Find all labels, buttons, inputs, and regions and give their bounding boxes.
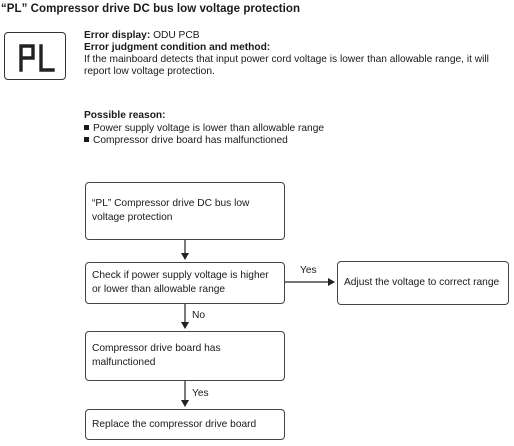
flow-step-text: Check if power supply voltage is higher … (92, 270, 269, 295)
flow-step-board-malfunction: Compressor drive board has malfunctioned (85, 331, 285, 381)
flow-step-replace-board: Replace the compressor drive board (85, 409, 285, 440)
pl-glyph-icon (19, 44, 55, 72)
reason-text: Compressor drive board has malfunctioned (93, 135, 288, 146)
square-bullet-icon (84, 124, 89, 130)
seven-segment-display-icon (4, 32, 66, 80)
reasons-heading: Possible reason: (84, 110, 166, 121)
edge-label-yes: Yes (300, 265, 317, 276)
square-bullet-icon (84, 137, 89, 142)
error-info: Error display: ODU PCB Error judgment co… (84, 30, 512, 78)
error-display-line: Error display: ODU PCB (84, 30, 512, 42)
edge-label-yes: Yes (192, 388, 209, 399)
judgment-text: If the mainboard detects that input powe… (84, 54, 489, 77)
flow-step-adjust-voltage: Adjust the voltage to correct range (337, 261, 509, 305)
flow-step-text: Compressor drive board has malfunctioned (92, 343, 221, 368)
possible-reasons: Possible reason: Power supply voltage is… (84, 110, 324, 148)
reason-item: Compressor drive board has malfunctioned (84, 135, 324, 148)
error-display-value: ODU PCB (150, 30, 200, 41)
page-title: “PL” Compressor drive DC bus low voltage… (1, 3, 301, 15)
flow-step-check-voltage: Check if power supply voltage is higher … (85, 262, 285, 304)
reason-item: Power supply voltage is lower than allow… (84, 123, 324, 136)
flow-step-text: “PL” Compressor drive DC bus low voltage… (92, 198, 250, 223)
flow-step-start: “PL” Compressor drive DC bus low voltage… (85, 182, 285, 240)
edge-label-no: No (192, 310, 206, 321)
flow-step-text: Adjust the voltage to correct range (344, 277, 500, 288)
error-display-label: Error display: (84, 30, 151, 41)
flow-step-text: Replace the compressor drive board (92, 418, 257, 430)
reason-text: Power supply voltage is lower than allow… (93, 122, 325, 134)
judgment-heading: Error judgment condition and method: (84, 42, 271, 53)
